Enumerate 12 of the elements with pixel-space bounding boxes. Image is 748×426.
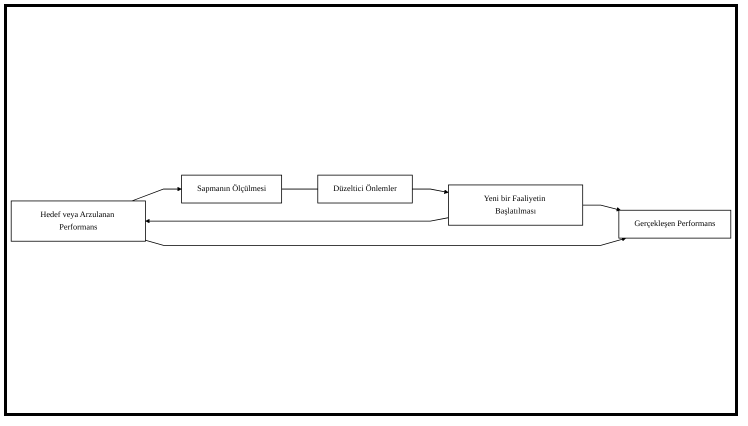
arrow bbox=[145, 236, 626, 246]
diagram-frame: Hedef veya Arzulanan Performans Yeni bir Faaliyetin Başlatılması Sapmanın Ölçülmesi Gerçekleşen Performans Düzeltici Önlemler bbox=[4, 4, 738, 416]
arrow bbox=[132, 186, 182, 202]
arrow bbox=[412, 188, 449, 194]
arrow bbox=[145, 217, 449, 224]
node-box bbox=[448, 184, 584, 226]
connector bbox=[281, 188, 318, 190]
node-box bbox=[618, 210, 732, 238]
arrow bbox=[582, 204, 621, 212]
node-box bbox=[10, 200, 146, 242]
node-box bbox=[317, 174, 413, 204]
node-box bbox=[181, 174, 282, 204]
